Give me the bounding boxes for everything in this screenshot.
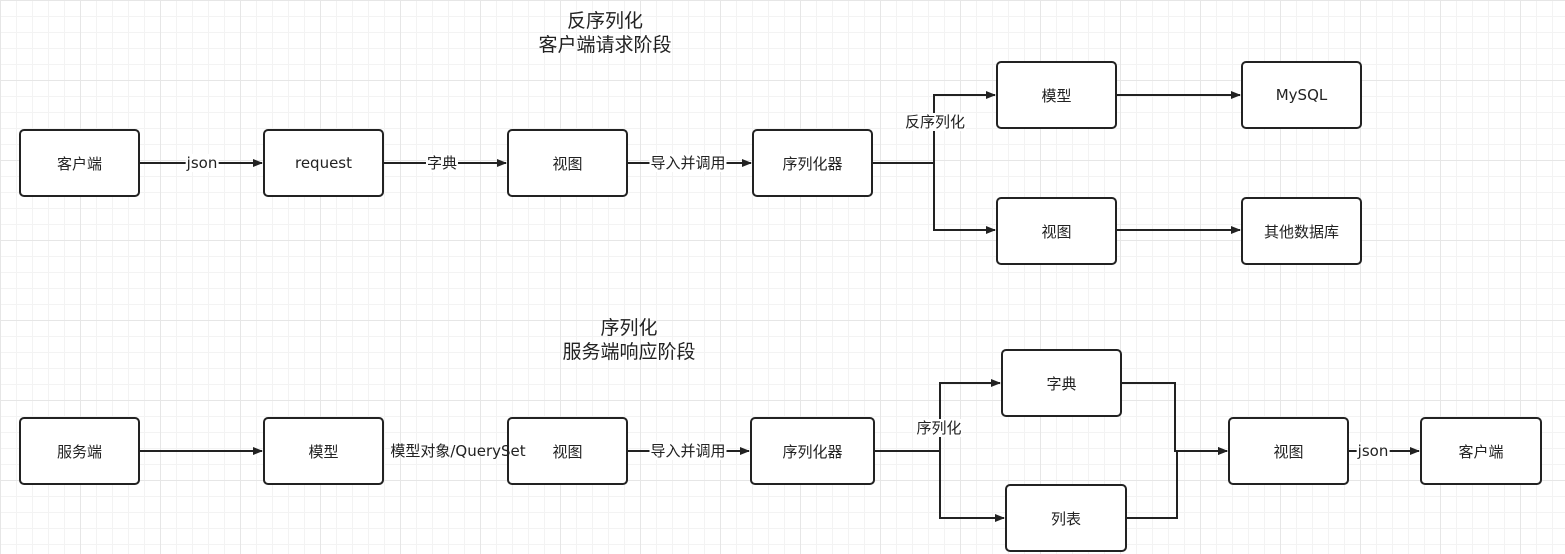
node-view2[interactable]: 视图 [996,197,1117,265]
deserialize-subtitle-text: 客户端请求阶段 [538,34,672,56]
node-dict-label: 字典 [1046,374,1077,393]
node-list-label: 列表 [1050,509,1081,528]
edge-label-import-call: 导入并调用 [649,154,727,172]
node-other-db-label: 其他数据库 [1263,222,1339,241]
node-serializer-label: 序列化器 [782,154,843,173]
edge-dict-view2 [1122,382,1228,455]
edge-label-import-call-bottom: 导入并调用 [649,442,727,460]
edge-label-deserialize: 反序列化 [903,113,967,131]
node-view2-bottom-label: 视图 [1273,442,1304,461]
node-list[interactable]: 列表 [1005,484,1127,552]
edge-label-model-obj: 模型对象/QuerySet [390,442,526,460]
node-view-label: 视图 [552,154,583,173]
node-request[interactable]: request [263,129,384,197]
node-server[interactable]: 服务端 [19,417,140,485]
edge-label-json-bottom: json [1356,442,1390,460]
edge-serializer-list [875,450,1005,522]
node-model-label: 模型 [1041,86,1072,105]
edge-serializer-view2 [873,162,996,234]
node-serializer-bottom-label: 序列化器 [782,442,843,461]
node-mysql-label: MySQL [1275,86,1328,104]
node-server-label: 服务端 [56,442,102,461]
node-model-bottom[interactable]: 模型 [263,417,384,485]
node-view2-label: 视图 [1041,222,1072,241]
node-mysql[interactable]: MySQL [1241,61,1362,129]
node-serializer-bottom[interactable]: 序列化器 [750,417,875,485]
node-view2-bottom[interactable]: 视图 [1228,417,1349,485]
node-client-bottom-label: 客户端 [1458,442,1504,461]
node-model-bottom-label: 模型 [308,442,339,461]
node-model[interactable]: 模型 [996,61,1117,129]
node-view-bottom[interactable]: 视图 [507,417,628,485]
node-serializer[interactable]: 序列化器 [752,129,873,197]
edge-list-view2 [1127,447,1228,519]
node-client-bottom[interactable]: 客户端 [1420,417,1542,485]
edge-label-serialize: 序列化 [915,419,963,437]
edge-serializer-dict [875,379,1001,452]
node-client[interactable]: 客户端 [19,129,140,197]
edge-label-json: json [185,154,219,172]
serialize-title: 序列化 服务端响应阶段 [499,316,759,364]
node-client-label: 客户端 [56,154,102,173]
node-other-db[interactable]: 其他数据库 [1241,197,1362,265]
node-request-label: request [294,154,353,172]
node-view[interactable]: 视图 [507,129,628,197]
node-dict[interactable]: 字典 [1001,349,1122,417]
deserialize-title-text: 反序列化 [566,10,643,32]
serialize-title-text: 序列化 [600,317,658,339]
node-view-bottom-label: 视图 [552,442,583,461]
deserialize-title: 反序列化 客户端请求阶段 [475,9,735,57]
serialize-subtitle-text: 服务端响应阶段 [562,341,696,363]
edge-label-dict: 字典 [425,154,459,172]
